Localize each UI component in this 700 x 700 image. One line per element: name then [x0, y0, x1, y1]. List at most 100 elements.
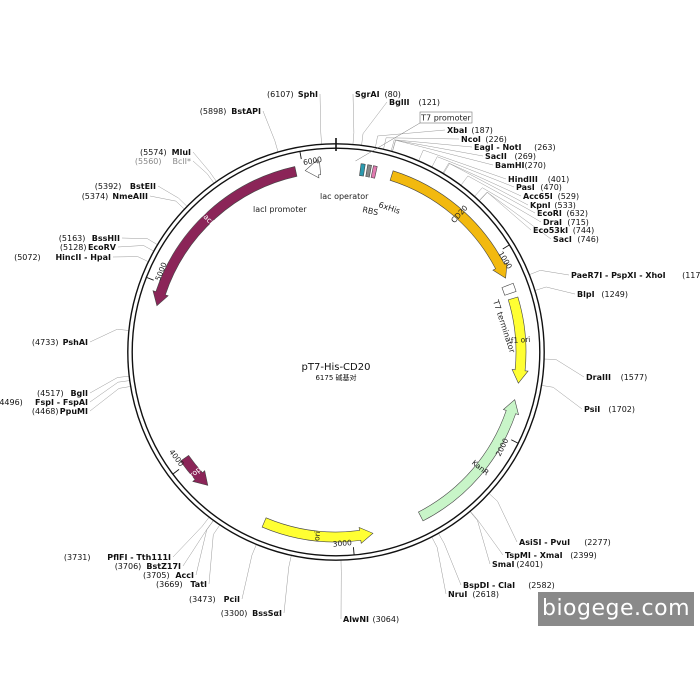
site-29: Acc65I (529) [523, 192, 579, 201]
site-position: (187) [471, 126, 493, 135]
site-leader [460, 175, 536, 214]
site-position: (270) [525, 161, 547, 170]
site-position: (533) [554, 201, 576, 210]
site-name: PflFI - Tth111I [107, 553, 171, 562]
site-19: AlwNI(3064) [343, 615, 399, 624]
site-6: BssHII(5163) [59, 234, 120, 243]
site-leader [469, 510, 504, 556]
feature-rop [180, 454, 209, 486]
feature-f1ori [507, 296, 529, 384]
feature-ori [261, 517, 374, 544]
site-name: BspDI - ClaI [463, 581, 515, 590]
site-leader [442, 162, 522, 197]
site-position: (5374) [82, 192, 109, 201]
site-name: NruI [448, 590, 467, 599]
site-position: (401) [548, 175, 570, 184]
site-35: PaeR7I - PspXI - XhoI(1170) [571, 271, 700, 280]
site-name: SphI [298, 90, 318, 99]
site-leader [438, 532, 462, 586]
site-leader [117, 245, 155, 252]
feature-lacprom [304, 159, 321, 179]
feature-label-f1ori: f1 ori [511, 335, 531, 345]
site-leader [149, 195, 185, 210]
site-position: (1577) [621, 373, 648, 382]
site-position: (715) [567, 218, 589, 227]
t7-promoter-leader [355, 122, 421, 162]
site-name: PshAI [63, 338, 88, 347]
site-39: AsiSI - PvuI(2277) [519, 538, 611, 547]
site-leader [283, 555, 292, 614]
site-leader [390, 139, 473, 152]
site-30: KpnI(533) [530, 201, 576, 210]
plasmid-name: pT7-His-CD20 [302, 362, 371, 373]
site-38: PsiI(1702) [584, 405, 635, 414]
site-name: EcoRI [537, 209, 562, 218]
scale-tick-label: 6000 [302, 155, 323, 167]
site-position: (2582) [528, 581, 555, 590]
site-name: BclI* [173, 157, 191, 166]
feature-his [370, 165, 378, 179]
site-18: BssSαI(3300) [221, 609, 282, 618]
watermark-logo: biogege.com [538, 592, 694, 626]
site-31: EcoRI (632) [537, 209, 588, 218]
site-leader [375, 129, 446, 148]
site-25: SacII (269) [485, 152, 536, 161]
site-10: BglI(4517) [37, 389, 88, 398]
site-position: (2399) [570, 551, 597, 560]
site-leader [172, 516, 210, 558]
feature-annotation-lbl-laci-promoter: lacI promoter [253, 205, 307, 214]
site-leader [195, 520, 214, 576]
site-position: (2618) [472, 590, 499, 599]
site-position: (4496) [0, 398, 23, 407]
site-28: PasI(470) [516, 183, 562, 192]
site-leader [443, 163, 529, 206]
site-position: (4468) [32, 407, 59, 416]
site-7: EcoRV(5128) [60, 243, 117, 252]
site-position: (121) [419, 98, 441, 107]
site-position: (2401) [516, 560, 543, 569]
site-leader [157, 185, 188, 207]
site-name: Eco53kI [533, 226, 568, 235]
site-name: HincII - HpaI [55, 253, 111, 262]
t7-promoter-box [419, 111, 473, 124]
site-name: Acc65I [523, 192, 553, 201]
site-leader [529, 270, 570, 276]
site-leader [208, 524, 221, 585]
scale-tick-label: 4000 [167, 448, 186, 469]
site-20: SgrAI(80) [355, 90, 401, 99]
site-position: (6107) [267, 90, 294, 99]
site-36: BlpI(1249) [577, 290, 628, 299]
site-position: (5560) [135, 157, 162, 166]
site-name: SacII [485, 152, 507, 161]
site-name: HindIII [508, 175, 538, 184]
site-27: HindIII (401) [508, 175, 569, 184]
site-12: PpuMI(4468) [32, 407, 88, 416]
site-41: SmaI(2401) [492, 560, 543, 569]
site-name: DraIII [586, 373, 611, 382]
site-position: (1249) [601, 290, 628, 299]
site-name: MluI [172, 148, 191, 157]
site-9: PshAI(4733) [32, 338, 88, 347]
site-position: (529) [558, 192, 580, 201]
site-leader-lines [89, 93, 585, 620]
site-leader [534, 286, 576, 295]
site-name: AccI [175, 571, 194, 580]
site-leader [478, 192, 552, 240]
feature-annotation-lbl-6xhis: 6xHis [377, 200, 401, 215]
site-leader [392, 139, 494, 166]
site-name: BssHII [92, 234, 120, 243]
site-4: BstEII(5392) [95, 182, 156, 191]
site-name: PaeR7I - PspXI - XhoI [571, 271, 666, 280]
site-5: NmeAIII(5374) [82, 192, 148, 201]
site-34: SacI(746) [553, 235, 599, 244]
site-name: BglII [389, 98, 410, 107]
feature-cd20 [389, 170, 508, 279]
site-position: (269) [515, 152, 537, 161]
site-43: NruI (2618) [448, 590, 499, 599]
site-position: (470) [540, 183, 562, 192]
site-position: (744) [573, 226, 595, 235]
site-position: (632) [567, 209, 589, 218]
